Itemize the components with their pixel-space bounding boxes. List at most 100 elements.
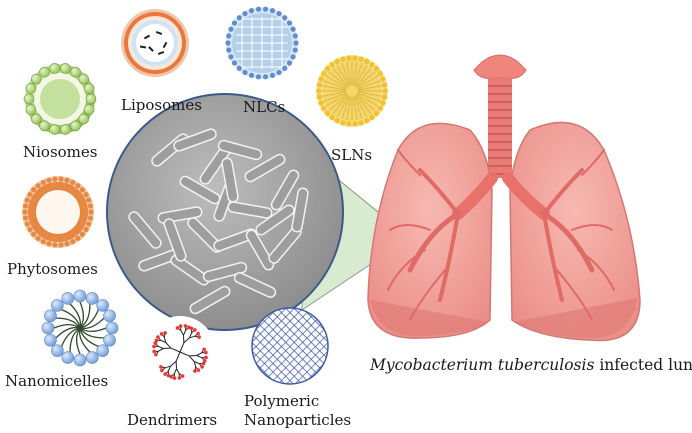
surfactant-head — [23, 93, 35, 105]
surfactant-head — [248, 72, 255, 78]
surfactant-head — [373, 65, 380, 72]
phospholipid-head — [83, 192, 89, 198]
dendrimer-terminal — [200, 365, 204, 369]
surfactant-head — [83, 104, 95, 115]
surfactant-head — [334, 117, 341, 124]
surfactant-head — [83, 83, 95, 94]
hydrophilic-head — [96, 299, 109, 312]
surfactant-head — [358, 56, 364, 63]
drug-molecule — [162, 41, 168, 49]
phospholipid-head — [55, 183, 61, 189]
polymer-tail — [79, 309, 100, 329]
surfactant-head — [358, 119, 364, 126]
dendrimer-branch — [183, 329, 187, 336]
hydrophilic-head — [105, 321, 119, 335]
phospholipid-head — [66, 232, 72, 239]
nanomicelle-icon — [41, 289, 119, 367]
dendrimer-branch — [158, 348, 164, 352]
lipid-tail — [332, 67, 349, 87]
surfactant-head — [282, 65, 288, 71]
surfactant-head — [373, 110, 380, 117]
phospholipid-head — [80, 215, 86, 221]
phospholipid-head — [22, 203, 29, 209]
bronchus-branch — [407, 211, 461, 273]
surfactant-head — [269, 72, 276, 78]
phospholipid-head — [22, 209, 28, 215]
phospholipid-head — [79, 187, 85, 193]
dendrimer-branch — [164, 365, 171, 369]
bacterium-rod — [233, 272, 277, 298]
hydrophilic-head — [96, 344, 109, 357]
polymer-tail — [53, 323, 81, 329]
lungs-illustration — [367, 54, 641, 342]
phospholipid-head — [58, 176, 64, 182]
dendrimer-terminal — [196, 368, 201, 372]
bacterium-rod — [270, 169, 300, 211]
lungs-caption: Mycobacterium tuberculosis infected lung… — [370, 356, 692, 374]
polymer-tail — [79, 327, 99, 348]
phospholipid-head — [66, 185, 72, 192]
surfactant-head — [318, 100, 325, 106]
phospholipid-head — [52, 242, 58, 248]
drug-molecule — [139, 45, 147, 49]
drug-molecule — [148, 46, 154, 52]
hydrophilic-head — [41, 321, 55, 335]
phospholipid-head — [86, 197, 92, 203]
phospholipid-head — [30, 203, 36, 209]
lipid-tail — [328, 71, 348, 88]
surfactant-head — [70, 66, 81, 78]
phospholipid-head — [52, 176, 58, 182]
hydrophilic-head — [51, 299, 64, 312]
surfactant-head — [225, 40, 231, 46]
lipid-tail — [323, 92, 347, 102]
surfactant-head — [30, 113, 42, 125]
surfactant-head — [329, 114, 335, 121]
surfactant-head — [329, 61, 335, 68]
surfactant-head — [290, 54, 296, 60]
phospholipid-head — [35, 193, 41, 199]
surfactant-head — [60, 63, 71, 74]
dendrimer-branch — [179, 351, 190, 357]
bacterium-rod — [202, 261, 248, 283]
lipid-tail — [353, 96, 363, 120]
hydrophilic-head — [61, 351, 75, 364]
polymer-tail — [61, 308, 81, 329]
lipid-tail — [355, 95, 372, 115]
hydrophilic-head — [61, 292, 75, 305]
phospholipid-head — [75, 183, 81, 189]
bronchus-branch — [409, 269, 446, 321]
bronchus-branch — [438, 212, 460, 302]
surfactant-head — [324, 65, 331, 72]
lipid-tail — [336, 95, 350, 118]
phospholipid-head — [80, 203, 86, 209]
surfactant-head — [369, 61, 375, 68]
dendrimer-branch — [193, 361, 197, 368]
surfactant-head — [269, 8, 276, 14]
surfactant-head — [70, 120, 81, 132]
dendrimer-terminal — [204, 350, 208, 355]
bacterium-rod — [255, 204, 295, 236]
dendrimer-terminal — [152, 349, 156, 354]
dendrimer-branch — [194, 361, 200, 365]
lipid-tail — [323, 80, 347, 90]
dendrimer-terminal — [156, 335, 160, 339]
phospholipid-head — [64, 241, 70, 247]
dendrimer-branch — [180, 330, 184, 336]
surfactant-head — [39, 120, 50, 132]
polymer-tail — [79, 317, 105, 330]
surfactant-head — [85, 93, 97, 105]
polymer-tail — [79, 303, 91, 329]
dendrimer-terminal — [183, 324, 188, 328]
phospholipid-head — [61, 184, 67, 190]
dendrimer-terminal — [202, 347, 206, 352]
phospholipid-head — [75, 225, 81, 231]
bacterium-rod — [217, 139, 263, 161]
surfactant-head — [228, 54, 234, 60]
hydrophilic-head — [51, 344, 64, 357]
dendrimer-branch — [183, 337, 190, 344]
surfactant-head — [316, 88, 322, 94]
surfactant-head — [292, 33, 298, 39]
bronchus-branch — [541, 211, 595, 273]
phospholipid-head — [35, 183, 41, 189]
